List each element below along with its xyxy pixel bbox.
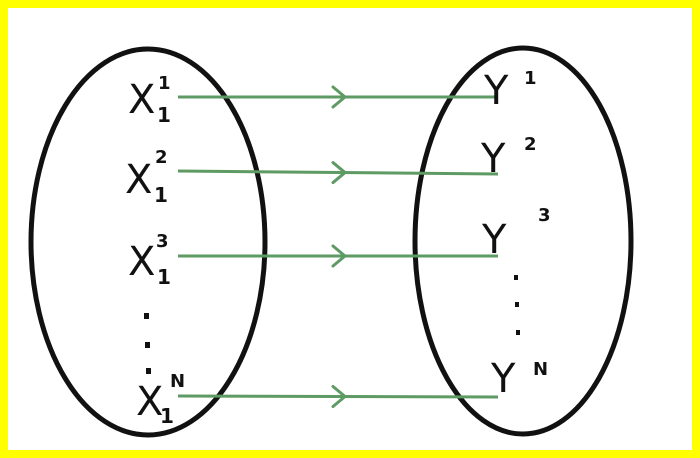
domain-superscript: N [170,371,185,392]
domain-base: X [125,157,152,203]
mapping-arrowhead [331,161,347,185]
mapping-arrowhead [331,385,347,409]
ellipsis-dot [146,368,151,374]
mapping-arrows [177,85,499,409]
ellipsis-dot [144,313,149,319]
domain-base: X [128,77,155,123]
codomain-element: Y 3 [481,205,551,263]
codomain-ellipsis-dots [514,275,520,335]
codomain-base: Y [480,136,506,182]
domain-ellipse [28,46,268,438]
domain-element: X 1 N [136,371,185,428]
domain-element: X 1 2 [125,147,168,207]
ellipsis-dot [516,330,520,335]
domain-ellipsis-dots [144,313,151,374]
domain-element: X 1 1 [128,73,171,127]
domain-subscript: 1 [157,265,171,289]
mapping-arrow-line [177,169,499,176]
codomain-base: Y [483,68,509,114]
domain-subscript: 1 [157,103,171,127]
domain-base: X [128,239,155,285]
domain-subscript: 1 [154,183,168,207]
domain-superscript: 1 [158,73,171,94]
domain-superscript: 2 [155,147,168,168]
mapping-arrow-line [177,394,499,399]
ellipsis-dot [515,302,519,307]
codomain-element: Y 2 [480,134,537,182]
mapping-arrowhead [331,85,347,109]
codomain-superscript: N [533,359,548,380]
codomain-superscript: 1 [524,68,537,89]
domain-base: X [136,379,163,425]
codomain-superscript: 3 [538,205,551,226]
ellipsis-dot [514,275,518,280]
codomain-base: Y [490,356,516,402]
codomain-superscript: 2 [524,134,537,155]
codomain-ellipse [412,45,634,437]
codomain-element: Y 1 [483,68,537,114]
domain-subscript: 1 [160,404,174,428]
ellipsis-dot [145,342,150,348]
mapping-arrowhead [331,244,347,268]
codomain-base: Y [481,217,507,263]
domain-superscript: 3 [156,231,169,252]
domain-element: X 1 3 [128,231,171,289]
codomain-element: Y N [490,356,548,402]
